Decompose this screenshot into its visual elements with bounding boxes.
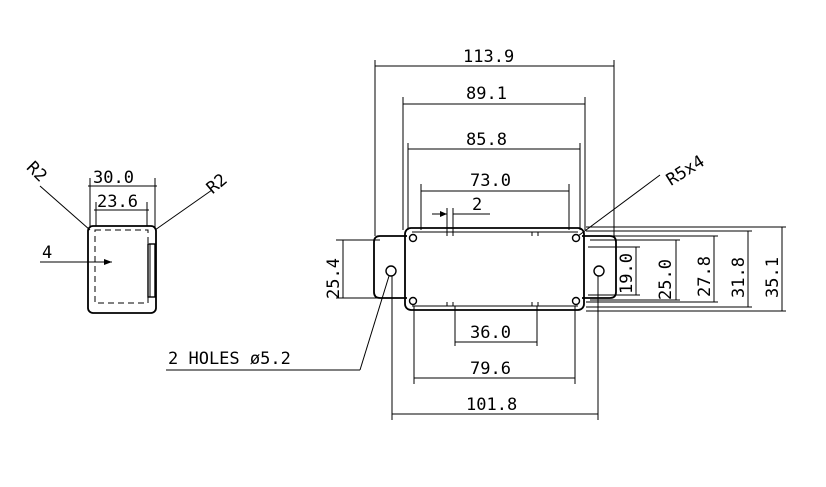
dim-4-label: 4	[42, 243, 52, 263]
corner-radius-label: R5x4	[663, 152, 708, 191]
dim-101-8-label: 101.8	[466, 395, 517, 415]
leader-r2-right	[154, 189, 213, 231]
body-outline	[404, 227, 585, 311]
dim-30-label: 30.0	[93, 168, 134, 188]
dim-73-label: 73.0	[470, 171, 511, 191]
dim-35-1-label: 35.1	[763, 257, 783, 298]
dim-19-label: 19.0	[617, 253, 637, 294]
holes-leader	[359, 275, 390, 371]
dim-25-4-label: 25.4	[324, 258, 344, 299]
leader-r2-left	[39, 185, 91, 231]
corner-hole-tr	[571, 233, 581, 243]
dim-113-9-label: 113.9	[463, 47, 514, 67]
right-flange	[582, 235, 617, 299]
radius-left-label: R2	[22, 158, 51, 187]
side-outline	[87, 225, 157, 314]
side-inner-dashed	[94, 229, 149, 304]
leader-r5x4	[577, 174, 661, 237]
dim-27-8-label: 27.8	[695, 256, 715, 297]
dim-23-6-label: 23.6	[97, 192, 138, 212]
dim-89-1-label: 89.1	[466, 84, 507, 104]
side-flange	[147, 243, 156, 298]
corner-hole-br	[571, 296, 581, 306]
corner-hole-tl	[408, 233, 418, 243]
corner-hole-bl	[408, 296, 418, 306]
radius-right-label: R2	[203, 170, 232, 198]
dim-2-label: 2	[472, 195, 482, 215]
front-view: 113.9 89.1 85.8 73.0 2 R5x4 25.4	[166, 47, 786, 420]
mount-hole-right	[593, 265, 605, 277]
side-view: 30.0 23.6 R2 R2 4	[22, 158, 232, 314]
dim-36-label: 36.0	[470, 323, 511, 343]
dim-25-label: 25.0	[656, 259, 676, 300]
dim-85-8-label: 85.8	[466, 130, 507, 150]
holes-note: 2 HOLES ø5.2	[168, 349, 291, 369]
left-flange	[373, 235, 407, 299]
dim-79-6-label: 79.6	[470, 359, 511, 379]
mount-hole-left	[385, 265, 397, 277]
dim-31-8-label: 31.8	[729, 257, 749, 298]
